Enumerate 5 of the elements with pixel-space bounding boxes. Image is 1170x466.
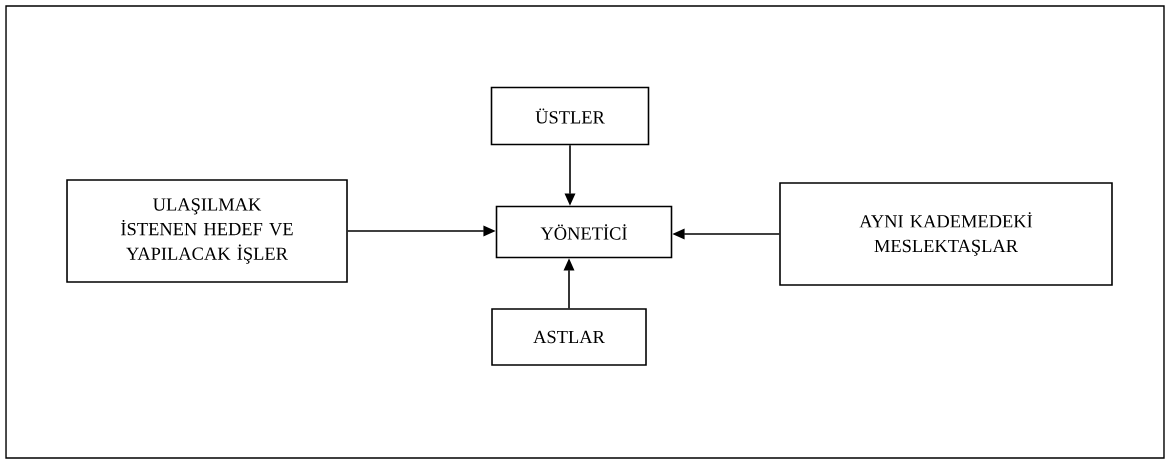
text-box: ASTLAR (491, 308, 647, 366)
text-box: ULAŞILMAK İSTENEN HEDEF VE YAPILACAK İŞLER (66, 179, 348, 283)
text-box: YÖNETİCİ (495, 205, 673, 259)
text-box: ÜSTLER (490, 86, 650, 146)
text-box: AYNI KADEMEDEKİ MESLEKTAŞLAR (779, 182, 1113, 286)
